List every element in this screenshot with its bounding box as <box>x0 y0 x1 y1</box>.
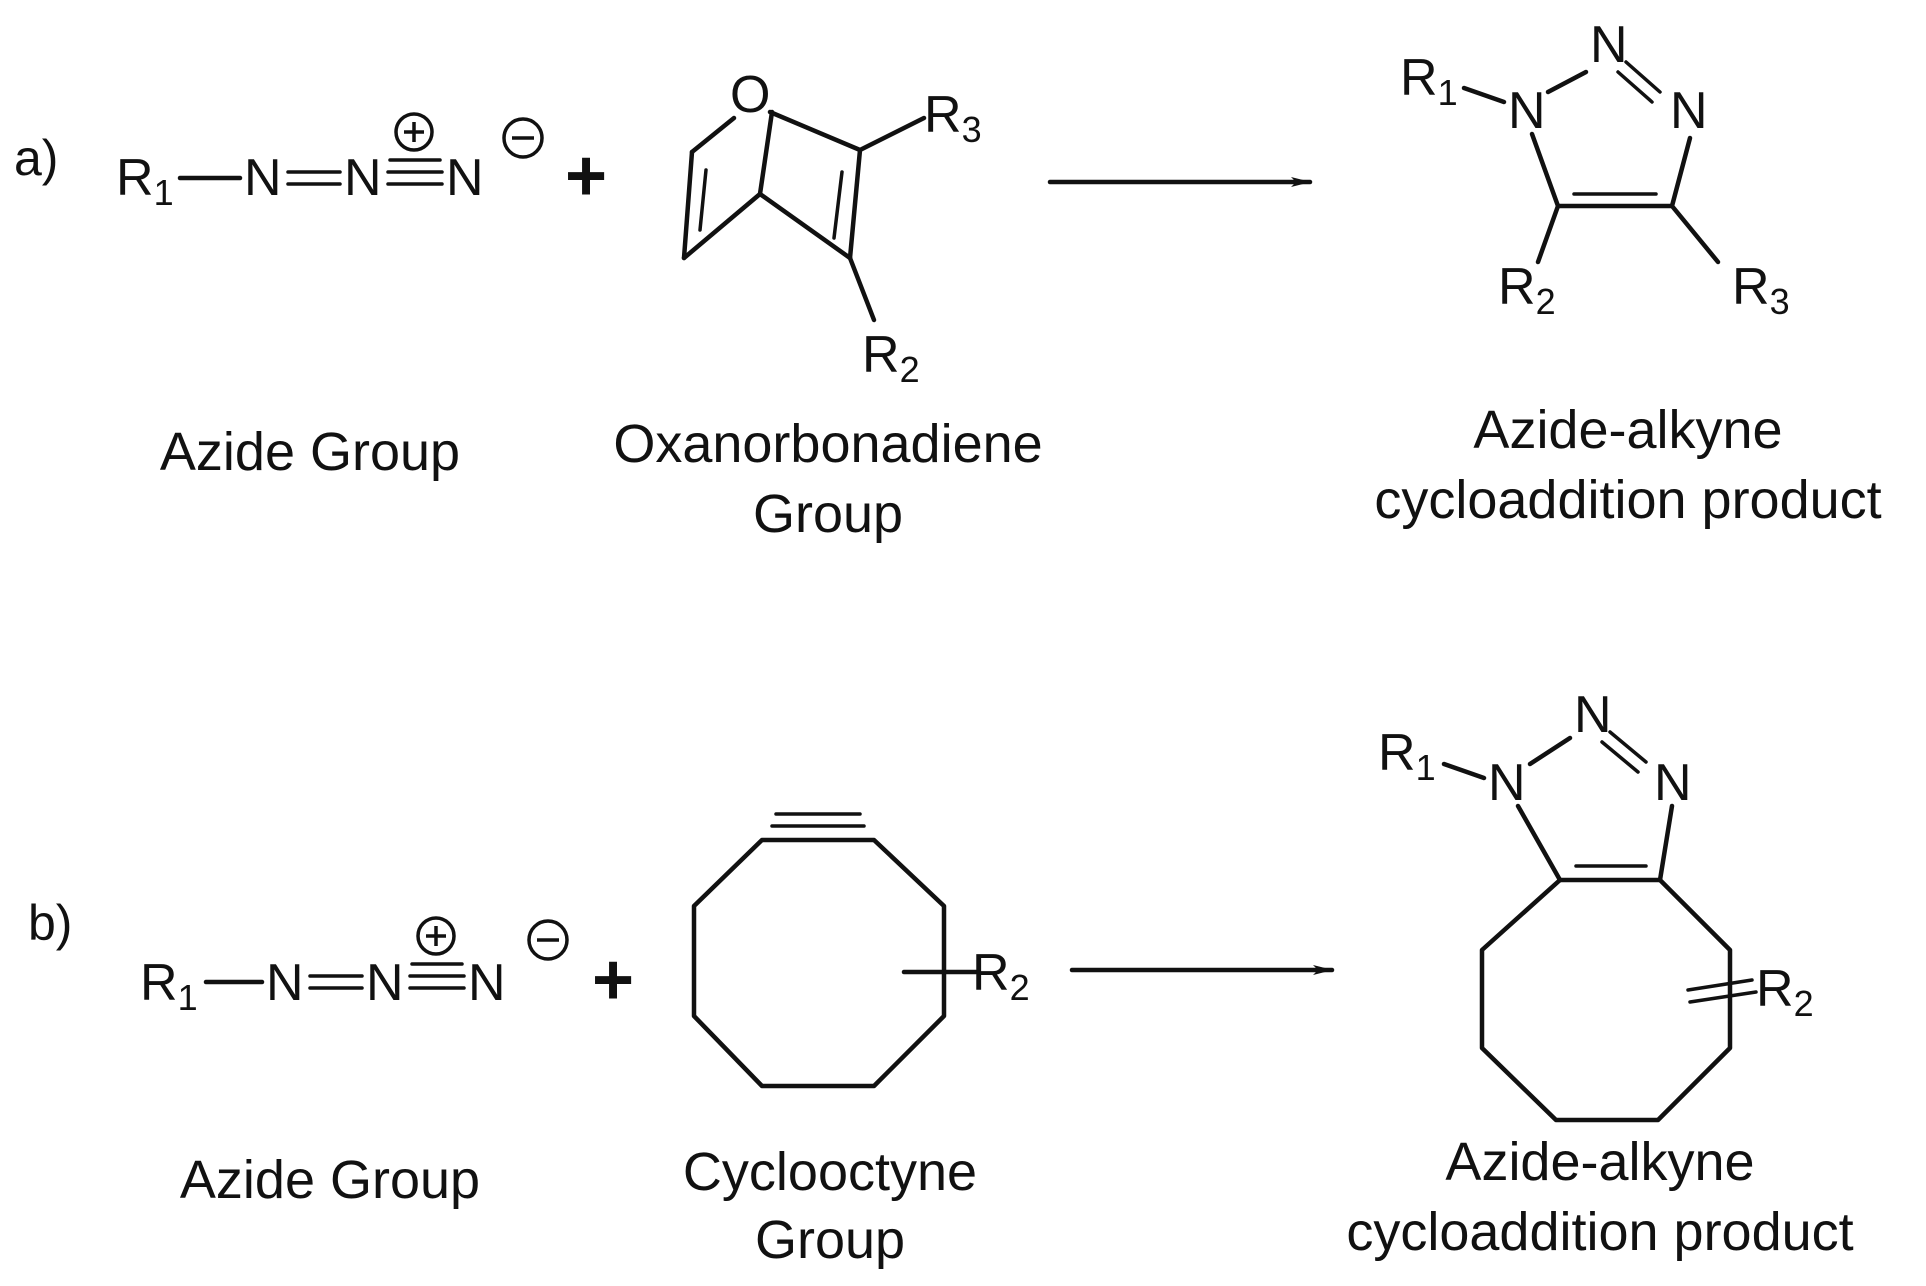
atom-n: N <box>1488 754 1526 812</box>
atom-n: N <box>468 954 506 1012</box>
svg-text:R2: R2 <box>862 326 920 390</box>
plus-sign-b: + <box>592 940 634 1020</box>
cyclooctyne-structure: R2 <box>691 812 1030 1089</box>
plus-sign-a: + <box>565 136 607 216</box>
atom-n: N <box>1590 16 1628 74</box>
atom-n: N <box>446 149 484 207</box>
caption-cyclooctyne-line2: Group <box>755 1210 905 1270</box>
atom-n: N <box>266 954 304 1012</box>
atom-n: N <box>244 149 282 207</box>
svg-text:R1: R1 <box>1400 49 1458 113</box>
panel-b: b) R1 N N N + <box>28 686 1854 1270</box>
svg-text:R2: R2 <box>1498 258 1556 322</box>
caption-oxanorbornadiene-line2: Group <box>753 484 903 544</box>
caption-product-b-line1: Azide-alkyne <box>1445 1132 1754 1192</box>
atom-n: N <box>1508 82 1546 140</box>
caption-cyclooctyne-line1: Cyclooctyne <box>683 1142 977 1202</box>
azide-structure-b: R1 N N N <box>140 916 569 1018</box>
atom-o: O <box>730 66 770 124</box>
svg-text:R3: R3 <box>924 86 982 150</box>
positive-charge-icon <box>394 112 434 152</box>
caption-product-b-line2: cycloaddition product <box>1346 1202 1853 1262</box>
negative-charge-icon <box>502 117 544 159</box>
svg-text:R1: R1 <box>1378 724 1436 788</box>
atom-n: N <box>1654 754 1692 812</box>
panel-label-b: b) <box>28 895 72 951</box>
svg-text:R2: R2 <box>972 944 1030 1008</box>
azide-structure-a: R1 N N N <box>116 112 544 213</box>
panel-label-a: a) <box>14 130 58 186</box>
triazole-product-a: R1 N N N R2 R3 <box>1400 16 1790 322</box>
svg-text:R1: R1 <box>140 954 198 1018</box>
caption-product-a-line1: Azide-alkyne <box>1473 400 1782 460</box>
atom-n: N <box>1670 82 1708 140</box>
svg-text:R1: R1 <box>116 149 174 213</box>
caption-oxanorbornadiene-line1: Oxanorbonadiene <box>613 414 1042 474</box>
atom-n: N <box>1574 686 1612 744</box>
svg-text:R2: R2 <box>1756 960 1814 1024</box>
atom-n: N <box>366 954 404 1012</box>
caption-azide-a: Azide Group <box>160 422 460 482</box>
triazole-product-b: R1 N N N R2 <box>1378 686 1814 1123</box>
oxanorbornadiene-structure: O R3 R2 <box>681 66 982 390</box>
caption-product-a-line2: cycloaddition product <box>1374 470 1881 530</box>
positive-charge-icon <box>416 916 456 956</box>
negative-charge-icon <box>527 919 569 961</box>
panel-a: a) R1 N N N + O <box>14 16 1882 544</box>
caption-azide-b: Azide Group <box>180 1150 480 1210</box>
svg-text:R3: R3 <box>1732 258 1790 322</box>
atom-n: N <box>344 149 382 207</box>
